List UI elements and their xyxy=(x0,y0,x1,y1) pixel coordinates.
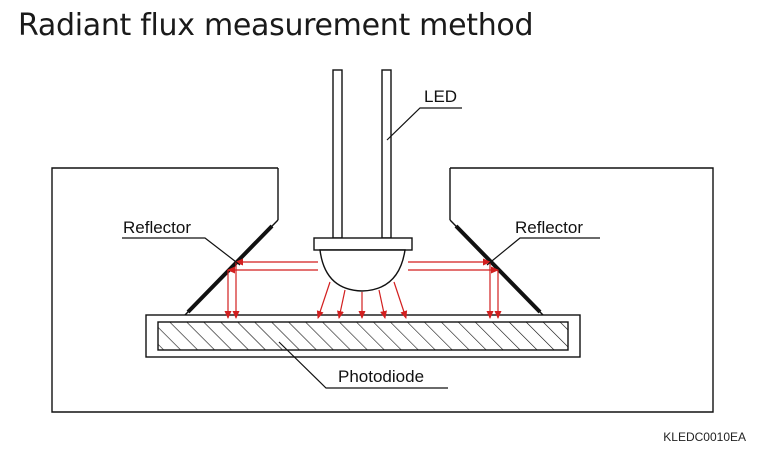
diagram-title: Radiant flux measurement method xyxy=(18,8,534,43)
label-photodiode: Photodiode xyxy=(338,367,424,386)
led xyxy=(313,69,413,292)
light-rays xyxy=(224,258,502,319)
reflector-left xyxy=(186,224,274,314)
label-led: LED xyxy=(424,87,457,106)
drawing-code: KLEDC0010EA xyxy=(663,430,746,444)
label-reflector-left: Reflector xyxy=(123,218,191,237)
leader-lines xyxy=(122,107,600,389)
photodiode xyxy=(145,314,581,358)
label-reflector-right: Reflector xyxy=(515,218,583,237)
